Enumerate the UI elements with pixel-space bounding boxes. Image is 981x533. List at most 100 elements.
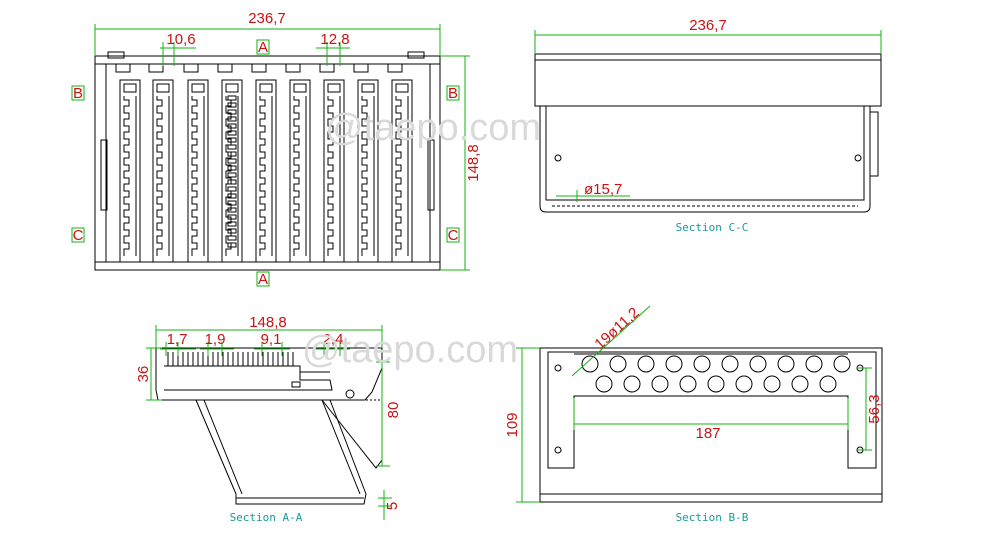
section-aa-height-2: 80 xyxy=(385,402,402,419)
module-label-slot xyxy=(293,83,307,93)
port-hole xyxy=(581,355,599,373)
module-label-slot xyxy=(259,83,273,93)
section-marks: A A B B C C xyxy=(71,39,460,288)
patch-module xyxy=(221,79,243,263)
section-bb-height-label: 109 xyxy=(504,412,521,437)
module-contact xyxy=(227,130,237,136)
section-bb-outline xyxy=(539,347,883,503)
port-hole xyxy=(735,375,753,393)
section-mark-b-left: B xyxy=(73,85,83,102)
watermark-bottom: @taepo.com xyxy=(302,329,518,371)
port-hole xyxy=(707,375,725,393)
port-hole xyxy=(693,355,711,373)
module-notch-profile xyxy=(225,96,232,256)
top-clip xyxy=(387,63,403,73)
port-hole xyxy=(749,355,767,373)
module-contact xyxy=(227,165,237,171)
top-clip xyxy=(251,63,267,73)
patch-module xyxy=(289,79,311,263)
watermark-top: @taepo.com xyxy=(325,107,541,149)
module-contact xyxy=(227,123,237,129)
module-contact xyxy=(227,242,237,248)
top-height-label: 148,8 xyxy=(465,144,482,182)
section-aa-height-1: 36 xyxy=(135,366,152,383)
module-notch-profile xyxy=(123,96,130,256)
patch-module xyxy=(391,79,413,263)
section-cc-hole-left xyxy=(554,154,562,162)
port-hole xyxy=(609,355,627,373)
module-contact xyxy=(227,109,237,115)
module-contact xyxy=(227,144,237,150)
section-cc-width-label: 236,7 xyxy=(689,17,727,34)
section-bb-spacing-label: 56,3 xyxy=(866,394,883,423)
module-label-slot xyxy=(123,83,137,93)
section-bb-hole-label: 19ø11,2 xyxy=(591,304,642,353)
port-hole xyxy=(777,355,795,373)
section-aa-pitch-1: 1,7 xyxy=(167,331,188,348)
section-cc-hole-label: ø15,7 xyxy=(584,181,622,198)
section-aa-pitch-2: 1,9 xyxy=(205,331,226,348)
section-aa-height-dimensions: 36 80 5 xyxy=(135,347,402,520)
section-mark-c-left: C xyxy=(73,227,84,244)
section-aa-height-3: 5 xyxy=(384,502,401,510)
top-width-dimension: 236,7 xyxy=(94,10,441,56)
module-contact xyxy=(227,235,237,241)
module-contact xyxy=(227,102,237,108)
section-cc-hole-dimension: ø15,7 xyxy=(556,181,630,202)
section-aa-pivot-hole xyxy=(345,389,355,399)
module-contact xyxy=(227,137,237,143)
top-height-dimension: 148,8 xyxy=(440,55,482,271)
module-notch-profile xyxy=(259,96,266,256)
section-aa-pitch-3: 9,1 xyxy=(261,331,282,348)
top-clip xyxy=(285,63,301,73)
section-bb-port-holes xyxy=(581,355,851,393)
top-view: 236,7 10,6 12,8 148,8 A A B B xyxy=(71,10,482,288)
module-notch-profile xyxy=(361,96,368,256)
module-label-slot xyxy=(327,83,341,93)
section-cc-view: 236,7 ø15,7 Section C-C xyxy=(534,17,882,234)
port-hole xyxy=(805,355,823,373)
port-hole xyxy=(763,375,781,393)
top-clip xyxy=(148,63,164,73)
section-aa-pitch-dimensions: 1,7 1,9 9,1 2,4 xyxy=(160,331,350,356)
module-contact xyxy=(227,193,237,199)
module-notch-profile xyxy=(293,96,300,256)
port-hole xyxy=(623,375,641,393)
port-hole xyxy=(721,355,739,373)
section-aa-pitch-4: 2,4 xyxy=(323,331,344,348)
top-clip xyxy=(353,63,369,73)
top-clip xyxy=(217,63,233,73)
module-label-slot xyxy=(361,83,375,93)
section-mark-c-right: C xyxy=(448,227,459,244)
section-bb-bracket xyxy=(547,351,877,469)
patch-modules xyxy=(115,63,413,263)
section-bb-spacing-dimension: 56,3 xyxy=(858,367,883,451)
section-bb-length-dimension: 187 xyxy=(573,398,849,442)
top-clip xyxy=(183,63,199,73)
section-aa-view: 148,8 1,7 1,9 9,1 2,4 36 xyxy=(135,314,402,524)
patch-module xyxy=(152,79,174,263)
module-label-slot xyxy=(225,83,239,93)
module-label-slot xyxy=(395,83,409,93)
port-hole xyxy=(833,355,851,373)
top-width-label: 236,7 xyxy=(248,10,286,27)
patch-module xyxy=(357,79,379,263)
section-bb-caption: Section B-B xyxy=(676,511,749,524)
section-mark-a-bottom: A xyxy=(258,271,268,288)
port-hole xyxy=(679,375,697,393)
module-contact xyxy=(227,158,237,164)
module-notch-profile xyxy=(156,96,163,256)
module-label-slot xyxy=(156,83,170,93)
module-contact xyxy=(227,214,237,220)
port-hole xyxy=(595,375,613,393)
section-aa-outline xyxy=(155,347,383,401)
patch-module xyxy=(323,79,345,263)
module-label-slot xyxy=(191,83,205,93)
module-contact xyxy=(227,221,237,227)
section-aa-teeth xyxy=(167,352,294,366)
section-mark-b-right: B xyxy=(448,85,458,102)
module-notch-profile xyxy=(327,96,334,256)
module-contact xyxy=(227,179,237,185)
module-contact xyxy=(227,151,237,157)
